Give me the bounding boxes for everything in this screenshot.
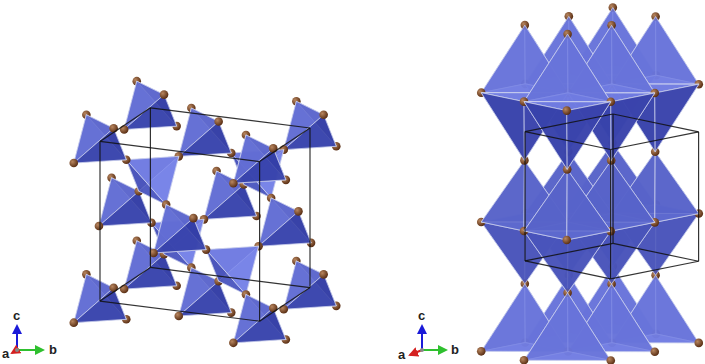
unit-cell-edge <box>259 162 260 322</box>
unit-cell-edge <box>150 267 310 287</box>
axis-triad-right <box>410 326 446 355</box>
tetrahedron-face <box>126 156 179 204</box>
oxygen-atom <box>229 339 238 348</box>
hexagonal-structure <box>477 3 703 364</box>
oxygen-atom <box>214 117 223 126</box>
unit-cell-edge <box>698 132 699 261</box>
unit-cell-edge <box>100 301 260 321</box>
unit-cell-edge <box>525 261 611 279</box>
oxygen-atom <box>694 339 703 348</box>
unit-cell-edge <box>309 128 310 288</box>
tetrahedron-face <box>655 84 699 152</box>
oxygen-atom <box>269 304 278 313</box>
oxygen-atom <box>69 318 78 327</box>
unit-cell-edge <box>612 114 613 243</box>
unit-cell-edge <box>525 114 613 132</box>
tetrahedron-face <box>524 293 611 361</box>
tetrahedron-face <box>179 121 232 156</box>
tetrahedron-face <box>179 281 232 316</box>
oxygen-atom <box>120 125 129 134</box>
tetrahedron-face <box>481 160 524 231</box>
unit-cell-edge <box>260 128 310 162</box>
axis-label: a <box>2 347 9 360</box>
tetrahedron-face <box>611 161 655 232</box>
axis-label: b <box>451 343 459 356</box>
tetrahedron-face <box>524 34 611 102</box>
unit-cell-edge <box>99 141 100 301</box>
oxygen-atom <box>562 106 571 115</box>
oxygen-atom <box>174 312 183 321</box>
oxygen-atom <box>109 124 118 133</box>
oxygen-atom <box>294 207 303 216</box>
tetrahedron-face <box>154 205 207 253</box>
oxygen-atom <box>109 284 118 293</box>
oxygen-atom <box>95 222 104 231</box>
tetrahedron-face <box>259 211 312 246</box>
tetrahedron-face <box>655 152 699 223</box>
unit-cell-edge <box>150 108 151 268</box>
tetrahedron-face <box>259 198 312 246</box>
oxygen-atom <box>160 90 169 99</box>
unit-cell-edge <box>525 132 611 150</box>
tetrahedron-face <box>206 246 258 294</box>
unit-cell-edge <box>260 288 310 322</box>
axis-label: c <box>13 309 20 322</box>
unit-cell-edge <box>613 114 699 132</box>
oxygen-atom <box>650 347 659 356</box>
oxygen-atom <box>120 285 129 294</box>
unit-cell-edge <box>524 132 525 261</box>
oxygen-atom <box>279 305 288 314</box>
oxygen-atom <box>606 356 615 364</box>
oxygen-atom <box>477 347 486 356</box>
oxygen-atom <box>562 236 571 245</box>
tetrahedron-face <box>99 191 152 226</box>
axis-label: c <box>418 309 425 322</box>
unit-cell-edge <box>611 261 699 279</box>
unit-cell-edge <box>610 150 611 279</box>
cubic-structure <box>69 77 340 347</box>
oxygen-atom <box>319 110 328 119</box>
tetrahedron-face <box>611 93 655 161</box>
oxygen-atom <box>69 159 78 168</box>
tetrahedron-face <box>481 93 524 161</box>
oxygen-atom <box>319 270 328 279</box>
unit-cell-edge <box>150 108 310 128</box>
unit-cell-edge <box>100 267 150 301</box>
tetrahedron-face <box>154 218 207 253</box>
unit-cell-edge <box>613 243 699 261</box>
unit-cell-edge <box>100 141 260 161</box>
oxygen-atom <box>269 144 278 153</box>
axis-triad-left <box>12 326 43 353</box>
tetrahedron-face <box>204 184 257 219</box>
unit-cell-edge <box>525 243 613 261</box>
axis-label: b <box>49 343 57 356</box>
oxygen-atom <box>520 356 529 364</box>
oxygen-atom <box>189 214 198 223</box>
axis-label: a <box>398 348 405 361</box>
tetrahedron-face <box>567 102 611 170</box>
tetrahedron-face <box>524 169 567 240</box>
tetrahedron-face <box>524 231 611 293</box>
unit-cell-edge <box>611 132 699 150</box>
tetrahedron-face <box>524 102 611 170</box>
oxygen-atom <box>229 179 238 188</box>
tetrahedron-face <box>567 169 611 240</box>
unit-cell-edge <box>100 108 150 142</box>
